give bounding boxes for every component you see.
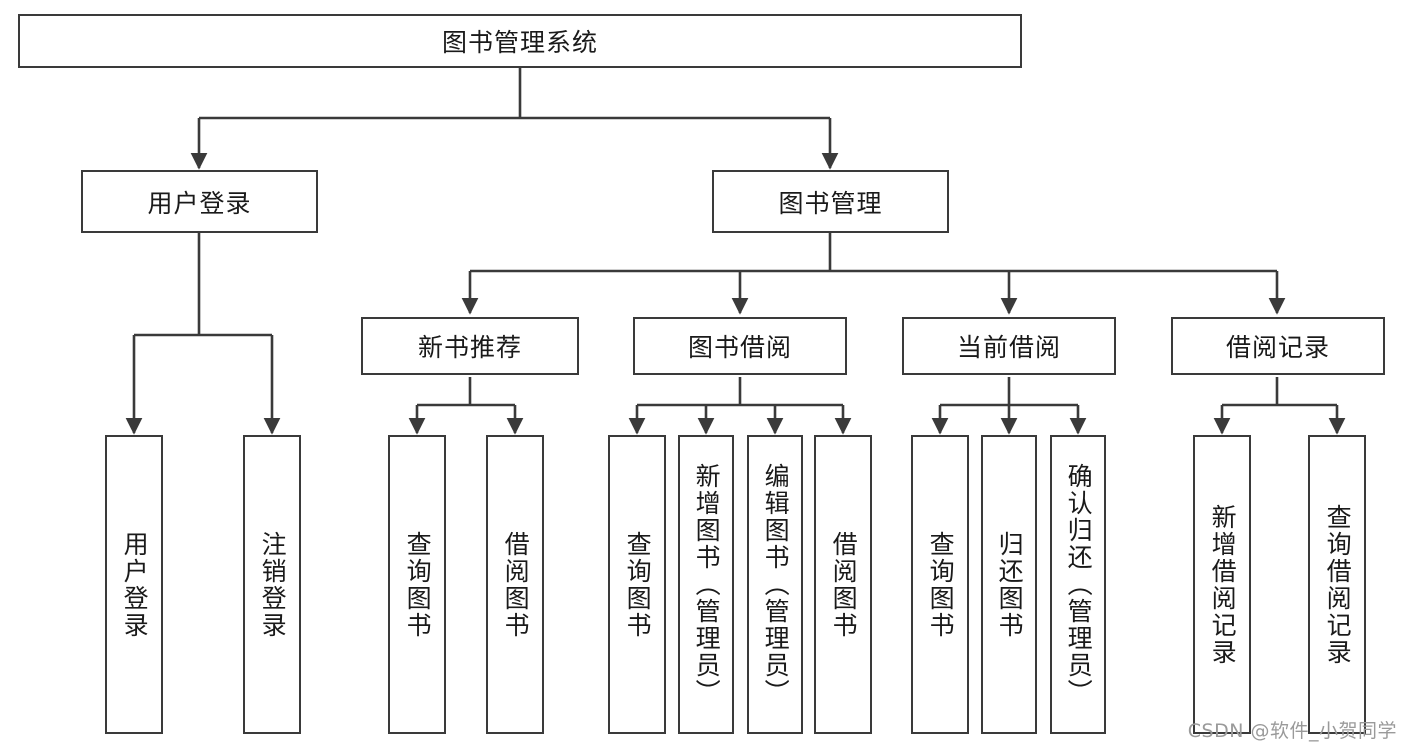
leaf-borrow-book-2-label: 借阅图书: [829, 530, 859, 639]
leaf-edit-book-label: 编辑图书（管理员）: [761, 463, 791, 706]
node-new-book-recommend[interactable]: 新书推荐: [361, 317, 579, 375]
leaf-add-record-label: 新增借阅记录: [1208, 503, 1238, 666]
leaf-query-book-3-label: 查询图书: [926, 530, 956, 639]
leaf-query-record-label: 查询借阅记录: [1323, 503, 1353, 666]
leaf-query-book-3[interactable]: 查询图书: [911, 435, 969, 734]
node-user-login[interactable]: 用户登录: [81, 170, 318, 233]
node-book-management-label: 图书管理: [778, 188, 883, 218]
leaf-borrow-book-1[interactable]: 借阅图书: [486, 435, 544, 734]
node-current-borrow-label: 当前借阅: [956, 333, 1061, 362]
leaf-logout[interactable]: 注销登录: [243, 435, 301, 734]
leaf-edit-book[interactable]: 编辑图书（管理员）: [747, 435, 803, 734]
node-book-management[interactable]: 图书管理: [712, 170, 949, 233]
node-user-login-label: 用户登录: [147, 188, 252, 218]
node-root[interactable]: 图书管理系统: [18, 14, 1022, 68]
leaf-query-record[interactable]: 查询借阅记录: [1308, 435, 1366, 734]
leaf-user-login-label: 用户登录: [120, 530, 150, 639]
leaf-logout-label: 注销登录: [258, 530, 288, 639]
node-book-borrow[interactable]: 图书借阅: [633, 317, 847, 375]
leaf-add-book[interactable]: 新增图书（管理员）: [678, 435, 734, 734]
node-new-book-recommend-label: 新书推荐: [417, 333, 522, 362]
node-current-borrow[interactable]: 当前借阅: [902, 317, 1116, 375]
leaf-return-book[interactable]: 归还图书: [981, 435, 1037, 734]
leaf-add-book-label: 新增图书（管理员）: [692, 463, 722, 706]
leaf-confirm-return-label: 确认归还（管理员）: [1064, 463, 1094, 706]
leaf-query-book-1-label: 查询图书: [403, 530, 433, 639]
leaf-query-book-2[interactable]: 查询图书: [608, 435, 666, 734]
node-book-borrow-label: 图书借阅: [687, 333, 792, 362]
leaf-borrow-book-1-label: 借阅图书: [501, 530, 531, 639]
leaf-return-book-label: 归还图书: [995, 530, 1025, 639]
leaf-user-login[interactable]: 用户登录: [105, 435, 163, 734]
leaf-confirm-return[interactable]: 确认归还（管理员）: [1050, 435, 1106, 734]
leaf-query-book-1[interactable]: 查询图书: [388, 435, 446, 734]
leaf-add-record[interactable]: 新增借阅记录: [1193, 435, 1251, 734]
node-borrow-record[interactable]: 借阅记录: [1171, 317, 1385, 375]
node-root-label: 图书管理系统: [441, 28, 598, 57]
leaf-query-book-2-label: 查询图书: [623, 530, 653, 639]
node-borrow-record-label: 借阅记录: [1225, 333, 1330, 362]
leaf-borrow-book-2[interactable]: 借阅图书: [814, 435, 872, 734]
